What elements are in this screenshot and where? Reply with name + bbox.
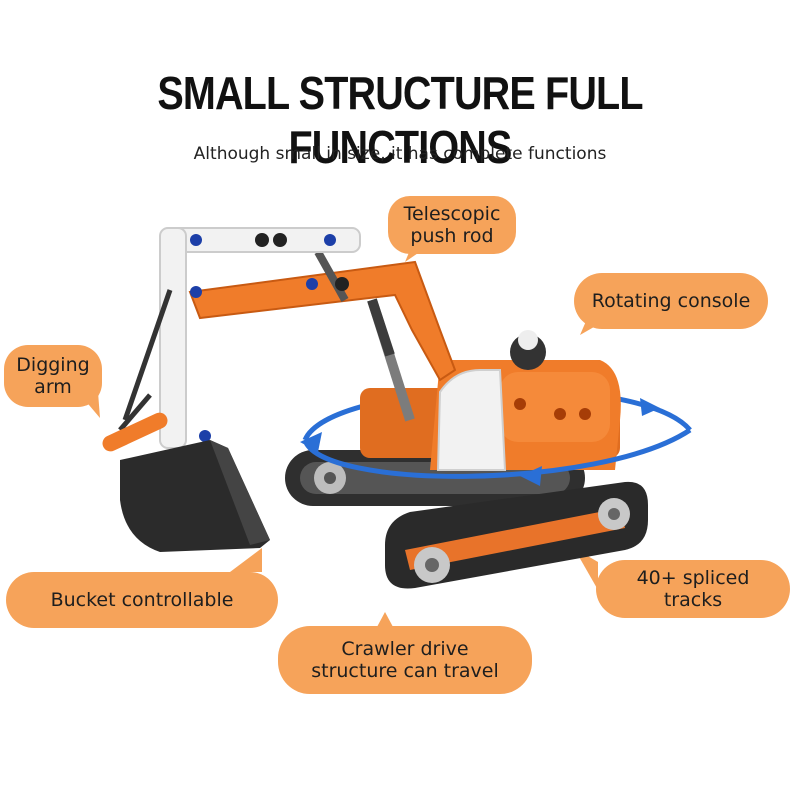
callout-tracks: 40+ spliced tracks: [596, 560, 790, 618]
callout-tail-bucket: [230, 548, 262, 572]
rotation-ring-front: [302, 427, 692, 479]
callout-bucket-label: Bucket controllable: [50, 589, 234, 611]
callout-bucket: Bucket controllable: [6, 572, 278, 628]
callout-telescopic-label: Telescopic push rod: [403, 203, 501, 247]
bucket-link: [102, 412, 168, 452]
callout-rotating: Rotating console: [574, 273, 768, 329]
page-title: SMALL STRUCTURE FULL FUNCTIONS: [157, 67, 643, 173]
cab-window: [436, 369, 507, 471]
callout-rotating-label: Rotating console: [591, 290, 751, 312]
boom-arm: [188, 260, 457, 382]
callout-tail-tracks: [574, 548, 598, 590]
callout-digging: Digging arm: [4, 345, 102, 407]
ring-arrow-left: [300, 432, 322, 452]
callout-digging-label: Digging arm: [16, 354, 90, 398]
callout-crawler-label: Crawler drive structure can travel: [311, 638, 499, 682]
ring-arrow-top: [640, 398, 660, 416]
ring-arrow-right: [520, 466, 542, 486]
page-subtitle: Although small in size, it has complete …: [193, 144, 607, 164]
callout-crawler: Crawler drive structure can travel: [278, 626, 532, 694]
digging-arm-vertical: [159, 227, 187, 449]
callout-tracks-label: 40+ spliced tracks: [636, 567, 750, 611]
callout-telescopic: Telescopic push rod: [388, 196, 516, 254]
